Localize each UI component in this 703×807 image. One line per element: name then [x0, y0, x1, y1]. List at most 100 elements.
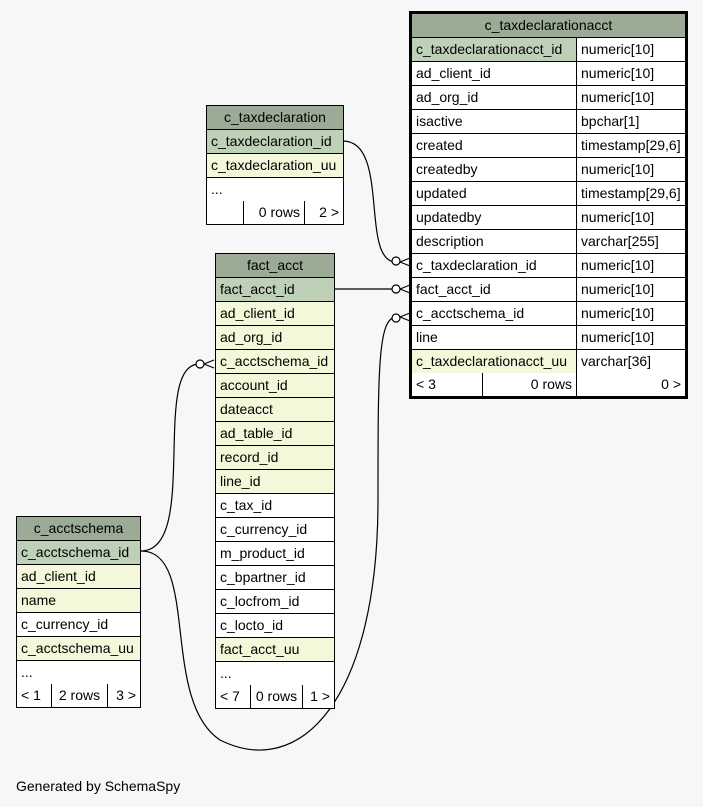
table-footer: 0 rows 2 > — [207, 201, 343, 224]
column-name: ad_org_id — [412, 86, 576, 109]
column-name: c_acctschema_uu — [17, 637, 140, 660]
column-row[interactable]: ... — [207, 178, 343, 201]
column-name: c_locfrom_id — [216, 590, 334, 613]
column-row[interactable]: ad_table_id — [216, 422, 334, 446]
column-name: c_taxdeclarationacct_id — [412, 38, 576, 61]
column-type: bpchar[1] — [576, 110, 685, 133]
column-row[interactable]: m_product_id — [216, 542, 334, 566]
column-row[interactable]: dateacct — [216, 398, 334, 422]
column-type: numeric[10] — [576, 254, 685, 277]
table-footer: < 1 2 rows 3 > — [17, 684, 140, 707]
column-row[interactable]: c_currency_id — [216, 518, 334, 542]
column-name: ad_client_id — [216, 302, 334, 325]
column-type: timestamp[29,6] — [576, 182, 685, 205]
optional-marker — [195, 359, 205, 369]
column-name: ad_org_id — [216, 326, 334, 349]
column-name: c_bpartner_id — [216, 566, 334, 589]
column-name: updated — [412, 182, 576, 205]
table-header[interactable]: c_taxdeclarationacct — [412, 14, 685, 38]
column-row[interactable]: c_bpartner_id — [216, 566, 334, 590]
column-row[interactable]: name — [17, 589, 140, 613]
column-name: ... — [207, 178, 343, 201]
column-name: c_acctschema_id — [216, 350, 334, 373]
optional-marker — [391, 313, 401, 323]
parents-link[interactable] — [207, 201, 243, 224]
column-name: name — [17, 589, 140, 612]
column-name: c_currency_id — [17, 613, 140, 636]
column-row[interactable]: fact_acct_uu — [216, 638, 334, 662]
children-link[interactable]: 2 > — [304, 201, 343, 224]
column-row[interactable]: ad_client_id — [17, 565, 140, 589]
optional-marker — [391, 284, 401, 294]
link-acctschema-fact — [140, 363, 201, 552]
column-row[interactable]: account_id — [216, 374, 334, 398]
table-header[interactable]: c_acctschema — [17, 517, 140, 541]
column-name: created — [412, 134, 576, 157]
column-name: c_tax_id — [216, 494, 334, 517]
column-row[interactable]: fact_acct_id — [216, 278, 334, 302]
row-count: 0 rows — [482, 373, 576, 396]
column-type: varchar[36] — [576, 350, 685, 373]
column-name: ... — [17, 661, 140, 684]
column-row[interactable]: record_id — [216, 446, 334, 470]
column-row[interactable]: ... — [17, 661, 140, 684]
column-row[interactable]: ... — [216, 662, 334, 685]
column-name: c_taxdeclaration_id — [412, 254, 576, 277]
column-name: account_id — [216, 374, 334, 397]
column-row[interactable]: c_currency_id — [17, 613, 140, 637]
children-link[interactable]: 0 > — [576, 373, 685, 396]
column-row[interactable]: c_acctschema_id — [216, 350, 334, 374]
table-header[interactable]: fact_acct — [216, 254, 334, 278]
column-row[interactable]: c_locfrom_id — [216, 590, 334, 614]
parents-link[interactable]: < 3 — [412, 373, 482, 396]
column-row[interactable]: c_taxdeclaration_uu — [207, 154, 343, 178]
children-link[interactable]: 3 > — [107, 684, 140, 707]
link-acctschema-taxacct — [140, 316, 397, 751]
parents-link[interactable]: < 7 — [216, 685, 250, 708]
column-row[interactable]: ad_client_id — [216, 302, 334, 326]
column-name: createdby — [412, 158, 576, 181]
column-name: c_taxdeclarationacct_uu — [412, 350, 576, 373]
column-row[interactable]: ad_org_id — [216, 326, 334, 350]
column-name: line — [412, 326, 576, 349]
column-name: ad_client_id — [412, 62, 576, 85]
column-row[interactable]: c_tax_id — [216, 494, 334, 518]
column-name: c_acctschema_id — [412, 302, 576, 325]
column-type: varchar[255] — [576, 230, 685, 253]
table-c-taxdeclarationacct[interactable]: c_taxdeclarationacct c_taxdeclarationacc… — [409, 11, 688, 399]
parents-link[interactable]: < 1 — [17, 684, 51, 707]
column-name: fact_acct_id — [412, 278, 576, 301]
column-row[interactable]: c_acctschema_id — [17, 541, 140, 565]
column-name: c_taxdeclaration_uu — [207, 154, 343, 177]
column-name: isactive — [412, 110, 576, 133]
table-footer: < 3 0 rows 0 > — [412, 373, 685, 396]
column-row[interactable]: c_locto_id — [216, 614, 334, 638]
children-link[interactable]: 1 > — [302, 685, 334, 708]
column-type: numeric[10] — [576, 302, 685, 325]
column-row[interactable]: c_taxdeclaration_id — [207, 130, 343, 154]
column-name: ad_table_id — [216, 422, 334, 445]
column-row[interactable]: line_id — [216, 470, 334, 494]
column-name: m_product_id — [216, 542, 334, 565]
column-row[interactable]: c_acctschema_uu — [17, 637, 140, 661]
column-name: fact_acct_uu — [216, 638, 334, 661]
table-header[interactable]: c_taxdeclaration — [207, 106, 343, 130]
